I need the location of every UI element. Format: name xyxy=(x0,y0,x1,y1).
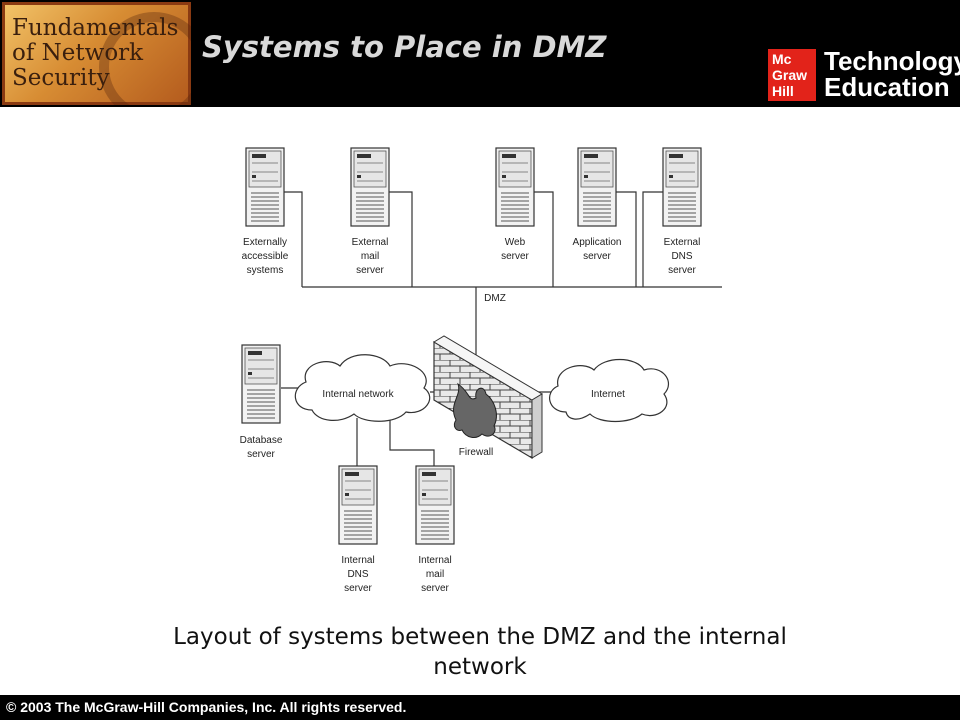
svg-text:server: server xyxy=(247,449,275,460)
brand-text-line-2: Education xyxy=(824,72,950,102)
svg-text:server: server xyxy=(356,265,384,276)
book-logo: Fundamentals of Network Security xyxy=(2,2,191,105)
dmz-network-diagram: Externally accessible systems External m… xyxy=(240,147,722,594)
svg-text:accessible: accessible xyxy=(242,251,289,262)
copyright-notice: © 2003 The McGraw-Hill Companies, Inc. A… xyxy=(6,699,407,715)
svg-text:mail: mail xyxy=(361,251,379,262)
svg-text:server: server xyxy=(421,583,449,594)
svg-text:Internal: Internal xyxy=(341,555,374,566)
svg-text:Internet: Internet xyxy=(591,389,625,400)
svg-text:Externally: Externally xyxy=(243,237,287,248)
svg-text:Internal network: Internal network xyxy=(322,389,394,400)
mh-logo-line-1: Mc xyxy=(772,51,792,67)
mcgraw-hill-logo: Mc Graw Hill xyxy=(768,49,816,101)
mh-logo-line-2: Graw xyxy=(772,67,808,83)
svg-text:server: server xyxy=(668,265,696,276)
slide-caption: Layout of systems between the DMZ and th… xyxy=(173,624,787,680)
cloud-internet: Internet xyxy=(549,359,670,423)
svg-text:server: server xyxy=(344,583,372,594)
firewall-label: Firewall xyxy=(459,447,493,458)
book-logo-line-1: Fundamentals xyxy=(12,15,179,41)
slide-header: Fundamentals of Network Security Systems… xyxy=(0,0,960,107)
server-externally-accessible: Externally accessible systems xyxy=(242,147,289,276)
fire-icon xyxy=(453,382,497,438)
server-application: Application server xyxy=(573,147,622,262)
server-web: Web server xyxy=(495,147,535,262)
svg-text:External: External xyxy=(352,237,389,248)
dmz-bus xyxy=(284,191,722,362)
cloud-internal-network: Internal network xyxy=(294,354,431,422)
svg-text:server: server xyxy=(583,251,611,262)
svg-text:DNS: DNS xyxy=(347,569,368,580)
brand-text-line-1: Technology xyxy=(824,46,960,76)
brand-text: Technology Education xyxy=(824,48,960,100)
svg-text:DNS: DNS xyxy=(671,251,692,262)
book-logo-line-2: of Network xyxy=(12,40,144,66)
dmz-label: DMZ xyxy=(484,293,506,304)
svg-text:Application: Application xyxy=(573,237,622,248)
svg-text:External: External xyxy=(664,237,701,248)
firewall: Firewall xyxy=(433,335,543,460)
slide-title: Systems to Place in DMZ xyxy=(202,30,607,64)
svg-text:Database: Database xyxy=(240,435,283,446)
svg-text:Internal: Internal xyxy=(418,555,451,566)
chain-decoration xyxy=(99,12,191,105)
mh-logo-line-3: Hill xyxy=(772,83,794,99)
book-logo-line-3: Security xyxy=(12,65,110,91)
server-internal-dns: Internal DNS server xyxy=(338,465,378,594)
server-internal-mail: Internal mail server xyxy=(415,465,455,594)
server-external-mail: External mail server xyxy=(350,147,390,276)
server-database: Database server xyxy=(240,344,283,460)
svg-text:systems: systems xyxy=(247,265,284,276)
svg-text:server: server xyxy=(501,251,529,262)
slide-footer: © 2003 The McGraw-Hill Companies, Inc. A… xyxy=(0,695,960,720)
svg-text:Web: Web xyxy=(505,237,526,248)
server-external-dns: External DNS server xyxy=(662,147,702,276)
svg-text:mail: mail xyxy=(426,569,444,580)
